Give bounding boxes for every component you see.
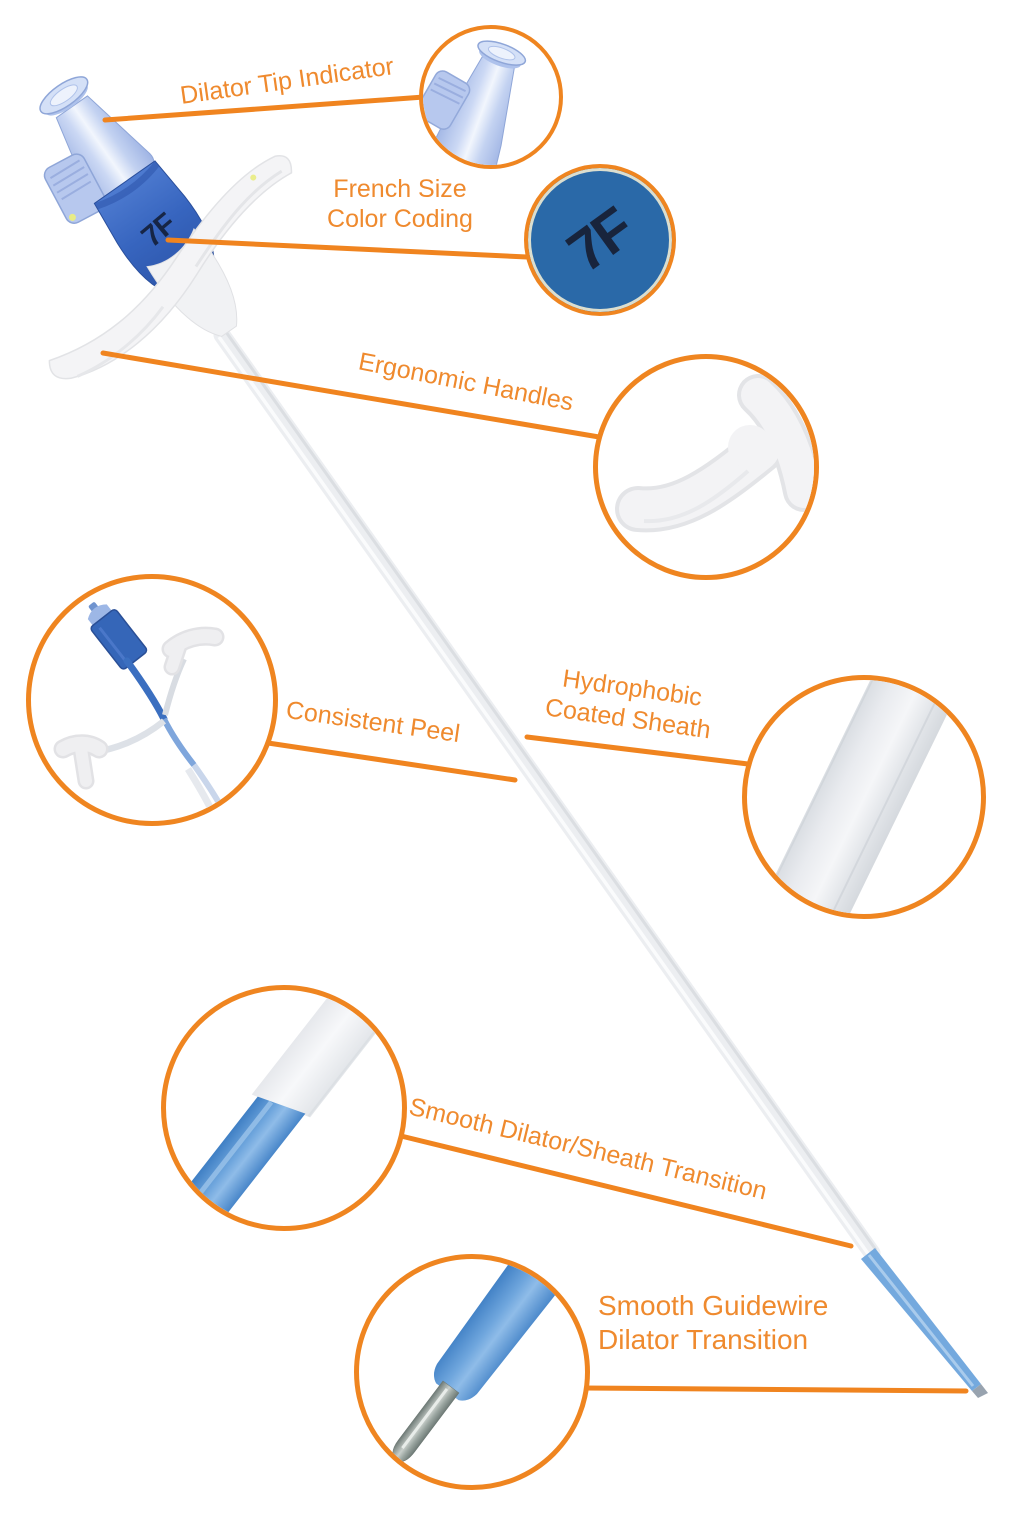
handle-wing-shade-right (194, 169, 283, 268)
handle-crossbar (48, 155, 293, 380)
guidewire-tip (972, 1384, 988, 1398)
wing-yellow-dot (250, 174, 257, 181)
hub-flange-opening (49, 84, 78, 107)
guidewire-transition-photo (392, 1259, 583, 1462)
leader-line-dilator-sheath-transition (394, 1132, 854, 1249)
sheath-shaft (213, 326, 881, 1262)
label-guidewire-transition: Smooth Guidewire Dilator Transition (598, 1290, 829, 1355)
inset-french-size-badge: 7F (524, 164, 676, 316)
inset-consistent-peel (26, 574, 278, 826)
ergonomic-handle-photo (615, 374, 814, 533)
peel-dilator-hub (87, 602, 148, 670)
french-size-badge-text: 7F (555, 195, 645, 285)
hub-assembly (39, 76, 293, 380)
leader-line-guidewire-transition (580, 1385, 969, 1394)
inset-dilator-tip (419, 25, 563, 169)
leader-line-ergonomic-handles (100, 350, 602, 440)
clip-yellow-dot (68, 213, 76, 221)
sheath-shaft-shade (224, 331, 878, 1251)
side-clip (43, 153, 107, 224)
dilator-sheath-transition-photo (166, 990, 402, 1226)
sheath-shaft-highlight (217, 335, 871, 1257)
handle-wing-shade-left (76, 305, 165, 378)
peel-handle-upper (161, 626, 225, 676)
inset-sheath-surface (742, 675, 986, 919)
sheath-surface-photo (747, 680, 976, 914)
leader-line-hydrophobic-sheath (524, 734, 751, 767)
dilator-tip-photo (423, 40, 527, 165)
consistent-peel-photo (53, 602, 225, 813)
collar-top-lip (94, 160, 159, 210)
label-french-size: French Size Color Coding (327, 175, 473, 233)
inset-guidewire-transition (354, 1254, 590, 1490)
dilator-taper-highlight (867, 1254, 975, 1387)
inset-ergonomic-handle (593, 354, 819, 580)
peel-handle-lower (53, 734, 109, 790)
leader-line-dilator-tip (102, 94, 427, 123)
leader-line-consistent-peel (265, 740, 518, 783)
leader-line-french-size (165, 237, 530, 260)
inset-dilator-sheath-transition (161, 985, 407, 1231)
